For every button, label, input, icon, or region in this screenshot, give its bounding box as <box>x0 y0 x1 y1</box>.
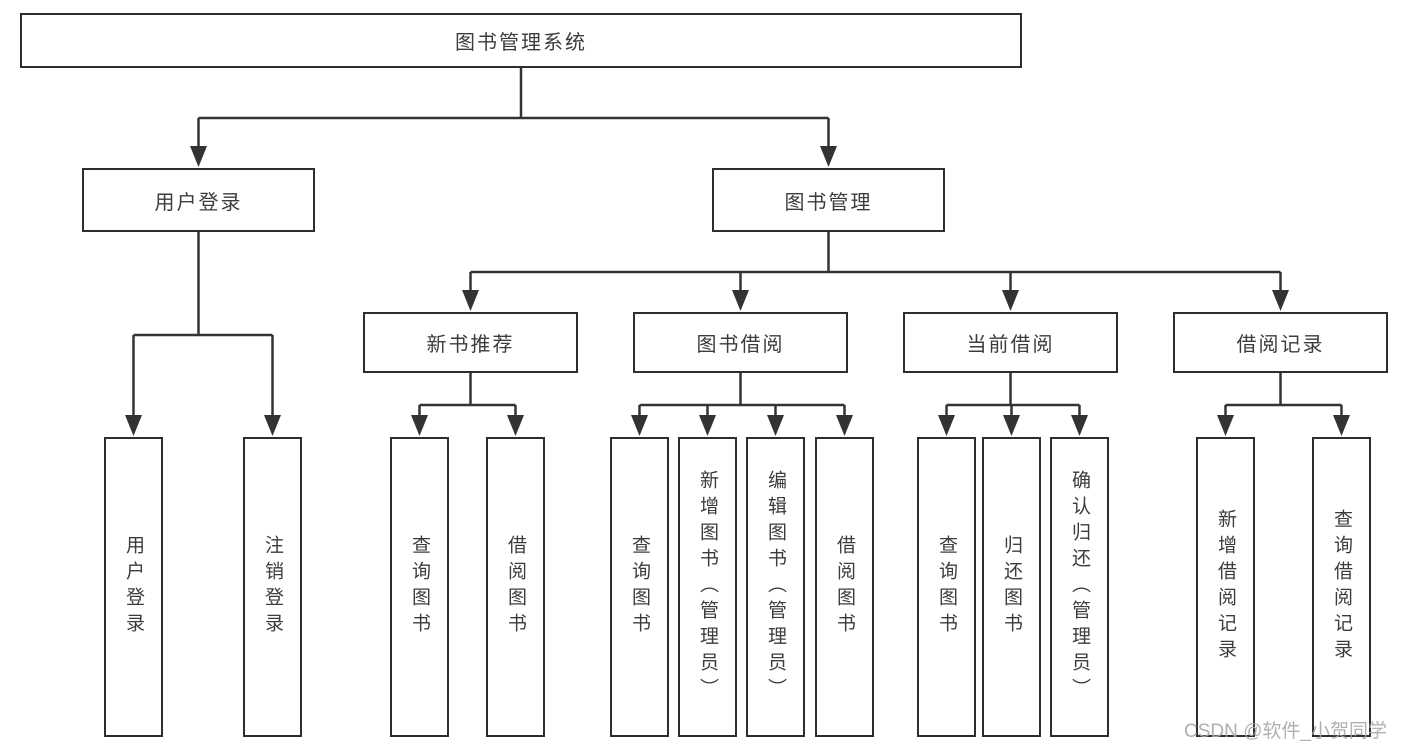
node-label: 借阅图书 <box>505 535 526 639</box>
leaf-confirm-return-admin: 确认归还（管理员） <box>1050 437 1109 737</box>
node-label: 图书借阅 <box>696 334 785 356</box>
leaf-borrow-books-recommend: 借阅图书 <box>486 437 545 737</box>
node-label: 查询图书 <box>936 535 957 639</box>
node-label: 当前借阅 <box>966 334 1055 356</box>
node-label: 编辑图书（管理员） <box>765 470 786 704</box>
node-current-borrowing: 当前借阅 <box>903 312 1118 373</box>
node-library-system: 图书管理系统 <box>20 13 1022 68</box>
node-label: 图书管理 <box>784 191 873 214</box>
node-label: 归还图书 <box>1001 535 1022 639</box>
node-label: 借阅图书 <box>834 535 855 639</box>
node-label: 查询借阅记录 <box>1331 509 1352 665</box>
node-label: 用户登录 <box>123 535 144 639</box>
node-label: 确认归还（管理员） <box>1069 470 1090 704</box>
leaf-query-books-borrowing: 查询图书 <box>610 437 669 737</box>
leaf-query-books-current: 查询图书 <box>917 437 976 737</box>
leaf-query-borrow-record: 查询借阅记录 <box>1312 437 1371 737</box>
leaf-logout-login: 注销登录 <box>243 437 302 737</box>
leaf-add-borrow-record: 新增借阅记录 <box>1196 437 1255 737</box>
node-label: 查询图书 <box>409 535 430 639</box>
node-label: 借阅记录 <box>1236 334 1325 356</box>
leaf-edit-books-admin: 编辑图书（管理员） <box>746 437 805 737</box>
node-label: 新增图书（管理员） <box>697 470 718 704</box>
node-new-book-recommend: 新书推荐 <box>363 312 578 373</box>
arrowheads <box>125 146 1350 436</box>
csdn-watermark: CSDN @软件_小贺同学 <box>1184 721 1387 742</box>
node-book-management: 图书管理 <box>712 168 945 232</box>
node-label: 新增借阅记录 <box>1215 509 1236 665</box>
leaf-query-books-recommend: 查询图书 <box>390 437 449 737</box>
leaf-return-books: 归还图书 <box>982 437 1041 737</box>
node-label: 图书管理系统 <box>455 32 587 54</box>
node-label: 新书推荐 <box>426 334 515 356</box>
leaf-user-login: 用户登录 <box>104 437 163 737</box>
node-user-login: 用户登录 <box>82 168 315 232</box>
node-label: 用户登录 <box>154 191 243 214</box>
leaf-borrow-books-borrowing: 借阅图书 <box>815 437 874 737</box>
node-book-borrowing: 图书借阅 <box>633 312 848 373</box>
node-label: 注销登录 <box>262 535 283 639</box>
node-borrowing-records: 借阅记录 <box>1173 312 1388 373</box>
node-label: 查询图书 <box>629 535 650 639</box>
leaf-add-books-admin: 新增图书（管理员） <box>678 437 737 737</box>
